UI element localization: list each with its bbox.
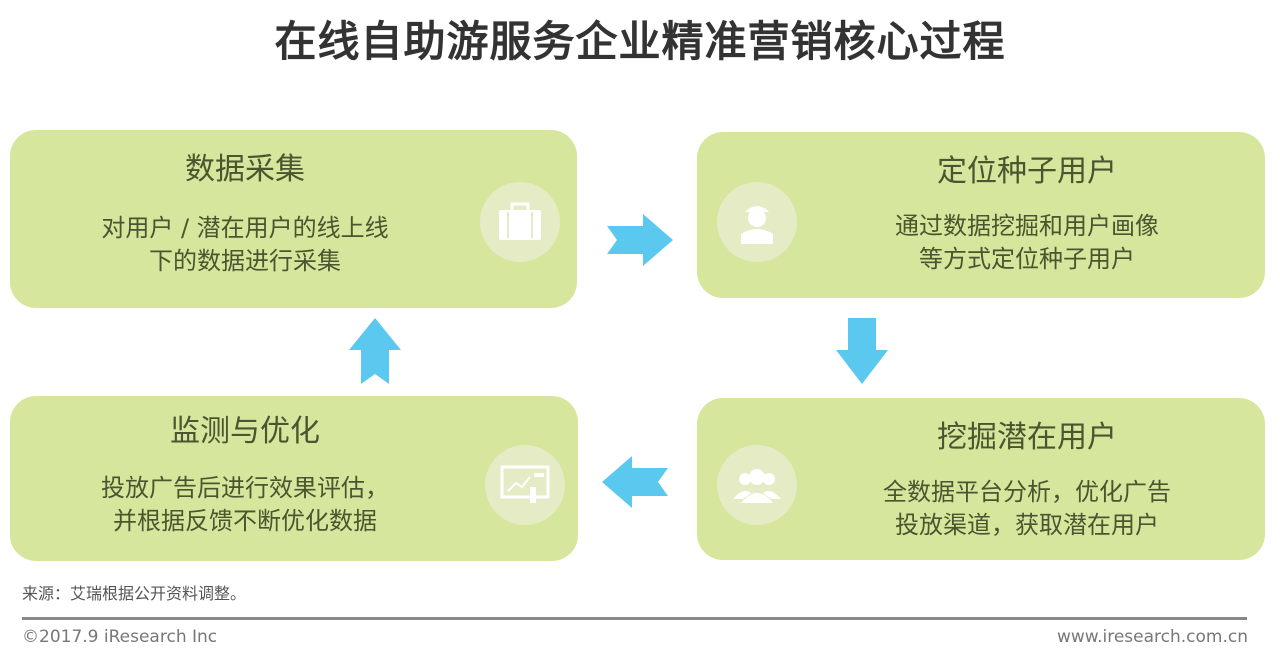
step-data-collection: 数据采集 对用户 / 潜在用户的线上线 下的数据进行采集 [10, 130, 577, 308]
step-heading: 挖掘潜在用户 [937, 420, 1117, 455]
step-description-line: 投放渠道，获取潜在用户 [895, 511, 1159, 539]
step-description-line: 投放广告后进行效果评估， [101, 474, 389, 502]
page-title: 在线自助游服务企业精准营销核心过程 [274, 17, 1006, 66]
users-icon [717, 445, 797, 525]
step-description-line: 全数据平台分析，优化广告 [883, 478, 1171, 506]
step-monitor-optimize: 监测与优化 投放广告后进行效果评估， 并根据反馈不断优化数据 [10, 396, 578, 561]
step-potential-users: 挖掘潜在用户 全数据平台分析，优化广告 投放渠道，获取潜在用户 [697, 398, 1265, 560]
worker-icon [717, 182, 797, 262]
step-heading: 监测与优化 [170, 414, 320, 449]
step-description-line: 下的数据进行采集 [149, 247, 341, 275]
step-description-line: 等方式定位种子用户 [919, 245, 1135, 273]
source-note: 来源：艾瑞根据公开资料调整。 [22, 584, 247, 603]
arrow-up-icon [349, 318, 401, 384]
step-heading: 定位种子用户 [937, 154, 1117, 189]
arrow-left-icon [602, 456, 668, 508]
suitcase-icon [480, 182, 560, 262]
copyright: ©2017.9 iResearch Inc [22, 627, 218, 647]
step-description-line: 对用户 / 潜在用户的线上线 [101, 214, 389, 242]
website-url: www.iresearch.com.cn [1056, 627, 1248, 647]
step-description-line: 并根据反馈不断优化数据 [113, 507, 377, 535]
arrow-right-icon [607, 214, 673, 266]
step-heading: 数据采集 [185, 152, 305, 187]
step-description-line: 通过数据挖掘和用户画像 [895, 212, 1159, 240]
arrow-down-icon [836, 318, 888, 384]
step-seed-users: 定位种子用户 通过数据挖掘和用户画像 等方式定位种子用户 [697, 132, 1265, 298]
footer-divider [22, 617, 1247, 620]
chart-touch-icon [485, 445, 565, 525]
